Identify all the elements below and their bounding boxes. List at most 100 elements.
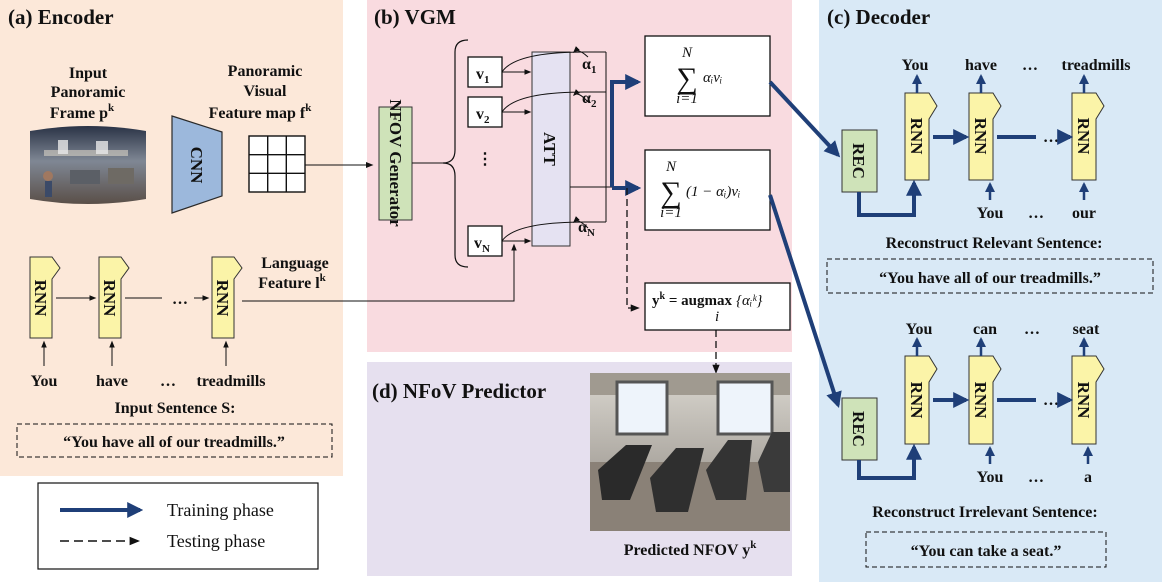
dec-rel-out-4: treadmills [1061, 57, 1130, 74]
att-block [531, 51, 571, 247]
encoder-rnn-3: RNN [211, 256, 243, 339]
vgm-title: (b) VGM [374, 5, 456, 29]
decoder-panel [819, 0, 1162, 582]
att-to-argmax-dashed [626, 188, 640, 312]
predicted-nfov-caption: Predicted NFOV yk [624, 539, 758, 559]
dec-rel-in-2: … [1028, 205, 1044, 222]
dec-rnn-rel-1: RNN [904, 92, 938, 181]
encoder-rnn-3-label: RNN [213, 280, 232, 318]
irrelevant-sum-term: (1 − αᵢ)vᵢ [686, 184, 740, 200]
dec-rel-out-3: … [1022, 57, 1038, 74]
dec-rel-in-3: our [1072, 205, 1096, 222]
dec-rnn-irr-2: RNN [968, 355, 1002, 445]
dec-rnn-irr-2-label: RNN [971, 382, 990, 420]
rec-to-rnn-relevant [857, 179, 922, 217]
dec-rnn-irr-1: RNN [904, 355, 938, 445]
dec-rel-out-1: You [902, 57, 929, 74]
relevant-sum-bottom: i=1 [676, 91, 698, 107]
rec-block-relevant [841, 129, 878, 193]
enc-rnn-ellipsis: … [172, 291, 188, 308]
irrelevant-sum-box [644, 149, 771, 231]
encoder-rnn-2: RNN [98, 256, 130, 339]
rec-label-irrelevant: REC [849, 411, 868, 447]
dec-rel-input-arrows [985, 182, 1089, 200]
cnn-label: CNN [187, 147, 206, 185]
relevant-sum-top: N [681, 45, 693, 61]
irrelevant-sentence-box [865, 531, 1107, 568]
input-frame-label-2: Panoramic [51, 84, 126, 101]
dec-irr-input-arrows [985, 446, 1093, 464]
v2-box [467, 96, 503, 128]
dec-rnn-irr-3-label: RNN [1074, 382, 1093, 420]
dec-rnn-irr-3: RNN [1071, 355, 1105, 445]
language-feature-label-1: Language [261, 255, 329, 272]
dec-rel-output-arrows [912, 74, 1089, 93]
legend-box [37, 482, 319, 570]
dec-rnn-irr-1-label: RNN [907, 382, 926, 420]
irrelevant-sentence: “You can take a seat.” [911, 543, 1062, 560]
encoder-rnn-1-label: RNN [31, 280, 50, 318]
irrelevant-sentence-label: Reconstruct Irrelevant Sentence: [872, 504, 1097, 521]
legend-training-label: Training phase [167, 500, 274, 520]
input-sentence: “You have all of our treadmills.” [63, 434, 285, 451]
relevant-sum-box [644, 35, 771, 117]
language-feature-label-2: Feature lk [258, 272, 326, 292]
dec-irr-in-2: … [1028, 469, 1044, 486]
dec-irr-out-1: You [906, 321, 933, 338]
relevant-sentence-label: Reconstruct Relevant Sentence: [886, 235, 1103, 252]
dec-irr-out-4: seat [1073, 321, 1100, 338]
relevant-sum-symbol: ∑ [676, 62, 697, 95]
feature-map-grid [248, 135, 306, 193]
encoder-title: (a) Encoder [8, 5, 114, 29]
dec-rnn-rel-3-label: RNN [1074, 118, 1093, 156]
alpha-N: αN [578, 219, 595, 239]
encoder-panel [0, 0, 343, 476]
panoramic-frame-image [30, 126, 146, 204]
alpha-1: α1 [582, 56, 596, 76]
irrelevant-sum-symbol: ∑ [660, 176, 681, 209]
nfov-generator-block [378, 106, 413, 221]
cnn-block [171, 115, 223, 214]
alpha-2: α2 [582, 90, 597, 110]
v1-label: v1 [476, 66, 490, 86]
rec-block-irrelevant [841, 397, 878, 461]
input-sentence-box [16, 423, 333, 458]
dec-irr-output-arrows [912, 337, 1089, 356]
enc-word-4: treadmills [196, 373, 265, 390]
encoder-rnn-1: RNN [29, 256, 61, 339]
dec-rel-in-1: You [977, 205, 1004, 222]
irrelevant-sum-bottom: i=1 [660, 205, 682, 221]
enc-word-3: … [160, 373, 176, 390]
dec-rel-out-2: have [965, 57, 997, 74]
dec-irr-in-3: a [1084, 469, 1092, 486]
rec-to-rnn-irrelevant [857, 443, 922, 480]
relevant-sum-term: αᵢvᵢ [703, 70, 722, 86]
language-to-att-arrow [242, 243, 517, 302]
nfov-generator-label: NFOV Generator [386, 99, 405, 227]
dec-irr-out-3: … [1024, 321, 1040, 338]
predicted-nfov-image [590, 373, 790, 531]
feature-map-label-1: Panoramic [228, 63, 303, 80]
dec-rnn-rel-2: RNN [968, 92, 1002, 181]
irrelevant-to-rec-arrow [768, 194, 842, 409]
argmax-under: i [715, 309, 719, 325]
enc-word-1: You [31, 373, 58, 390]
dec-irr-ellipsis: … [1043, 392, 1059, 409]
att-to-relevant-arrow [610, 74, 642, 187]
input-frame-label-3: Frame pk [50, 102, 115, 122]
enc-word-2: have [96, 373, 128, 390]
dec-rnn-rel-1-label: RNN [907, 118, 926, 156]
v-vdots: ⋮ [477, 151, 493, 168]
input-frame-label-1: Input [69, 65, 108, 82]
dec-rnn-rel-3: RNN [1071, 92, 1105, 181]
dec-irr-out-2: can [973, 321, 997, 338]
relevant-sentence: “You have all of our treadmills.” [879, 270, 1101, 287]
vN-label: vN [474, 235, 490, 255]
legend-testing-label: Testing phase [167, 531, 265, 551]
v2-label: v2 [476, 106, 490, 126]
predictor-title: (d) NFoV Predictor [372, 379, 546, 403]
dec-irr-in-1: You [977, 469, 1004, 486]
encoder-rnn-2-label: RNN [100, 280, 119, 318]
